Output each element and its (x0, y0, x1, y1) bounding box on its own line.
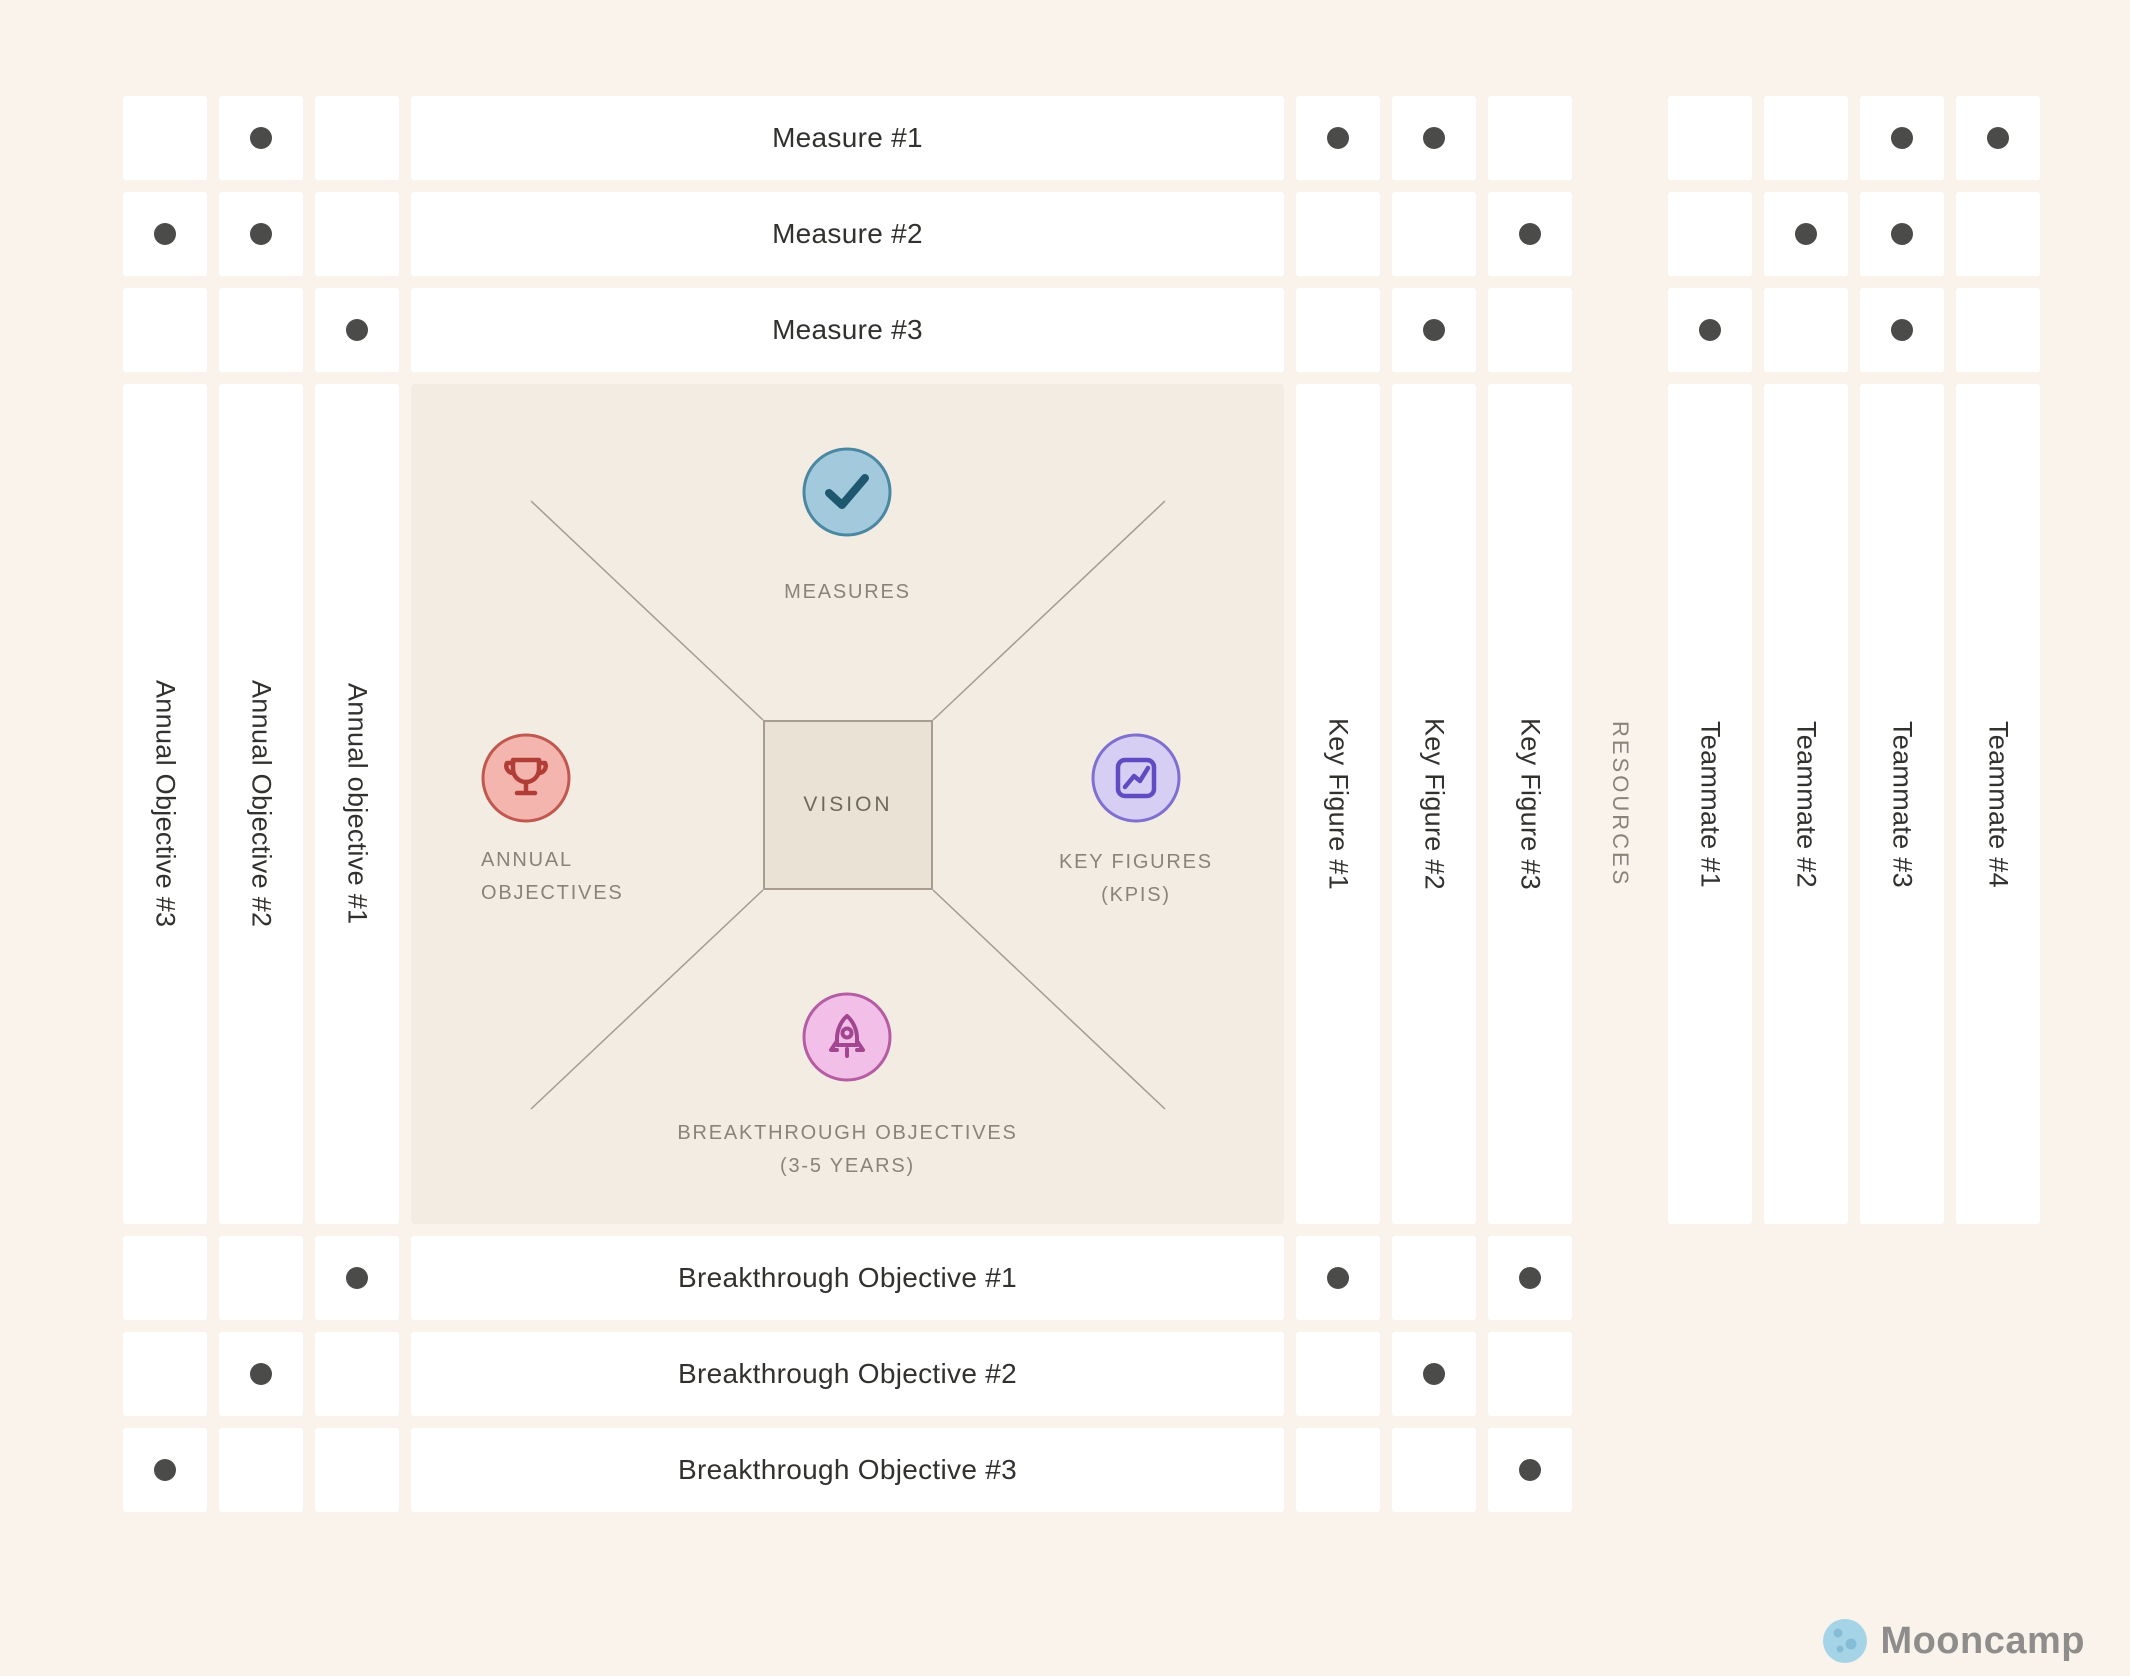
column-body: Annual Objective #3 (123, 384, 207, 1224)
resources-label: RESOURCES (1608, 720, 1633, 888)
row-label: Breakthrough Objective #1 (411, 1236, 1284, 1320)
correlation-dot (154, 223, 176, 245)
correlation-dot (1519, 223, 1541, 245)
column-body: Teammate #3 (1860, 384, 1944, 1224)
column-body: Annual objective #1 (315, 384, 399, 1224)
key-figures-quadrant-label: KEY FIGURES (KPIS) (1011, 846, 1261, 912)
matrix-cell (1296, 1428, 1380, 1512)
row-label: Breakthrough Objective #3 (411, 1428, 1284, 1512)
column-body: Key Figure #2 (1392, 384, 1476, 1224)
row-label: Measure #2 (411, 192, 1284, 276)
matrix-cell (315, 1332, 399, 1416)
column-body: Annual Objective #2 (219, 384, 303, 1224)
column-label: Teammate #3 (1887, 720, 1918, 888)
matrix-cell (1488, 96, 1572, 180)
correlation-dot (1891, 127, 1913, 149)
correlation-dot (250, 223, 272, 245)
matrix-cell (219, 1428, 303, 1512)
column-body: Key Figure #1 (1296, 384, 1380, 1224)
correlation-dot (1891, 223, 1913, 245)
matrix-cell (123, 288, 207, 372)
logo-wordmark: Mooncamp (1880, 1619, 2085, 1662)
trophy-icon (480, 732, 572, 824)
matrix-cell (1296, 1332, 1380, 1416)
column-label: Annual objective #1 (342, 683, 373, 925)
measures-check-icon (801, 446, 893, 538)
matrix-cell (315, 96, 399, 180)
key-figures-label-line1: KEY FIGURES (1059, 851, 1213, 873)
matrix-cell (315, 192, 399, 276)
mooncamp-logo: Mooncamp (1822, 1618, 2085, 1664)
matrix-cell (1956, 288, 2040, 372)
column-label: Annual Objective #2 (246, 680, 277, 928)
chart-icon (1090, 732, 1182, 824)
matrix-cell (1392, 192, 1476, 276)
correlation-dot (1987, 127, 2009, 149)
matrix-cell (1488, 1332, 1572, 1416)
correlation-dot (346, 1267, 368, 1289)
breakthrough-label-line2: (3-5 YEARS) (779, 1155, 916, 1177)
correlation-dot (1423, 1363, 1445, 1385)
annual-objectives-quadrant-label: ANNUAL OBJECTIVES (481, 844, 623, 910)
column-body: Key Figure #3 (1488, 384, 1572, 1224)
column-label: Key Figure #2 (1419, 718, 1450, 890)
column-body: Teammate #4 (1956, 384, 2040, 1224)
key-figures-label-line2: (KPIS) (1101, 884, 1171, 906)
correlation-dot (346, 319, 368, 341)
matrix-cell (1296, 192, 1380, 276)
column-label: Key Figure #1 (1323, 718, 1354, 890)
matrix-cell (1956, 192, 2040, 276)
breakthrough-label-line1: BREAKTHROUGH OBJECTIVES (677, 1122, 1018, 1144)
moon-icon (1823, 1619, 1868, 1663)
vision-label: VISION (803, 793, 893, 816)
matrix-cell (1764, 288, 1848, 372)
correlation-dot (1423, 127, 1445, 149)
correlation-dot (1699, 319, 1721, 341)
column-label: Annual Objective #3 (150, 680, 181, 928)
column-label: Teammate #1 (1695, 720, 1726, 888)
matrix-cell (1296, 288, 1380, 372)
annual-objectives-label-line2: OBJECTIVES (481, 882, 624, 904)
correlation-dot (1519, 1459, 1541, 1481)
correlation-dot (250, 127, 272, 149)
correlation-dot (1795, 223, 1817, 245)
matrix-cell (123, 96, 207, 180)
correlation-dot (250, 1363, 272, 1385)
column-label: Teammate #4 (1983, 720, 2014, 888)
row-label: Measure #1 (411, 96, 1284, 180)
diagonal-x-lines (530, 500, 1166, 1110)
column-body: Teammate #2 (1764, 384, 1848, 1224)
annual-objectives-label-line1: ANNUAL (481, 849, 573, 871)
matrix-cell (1392, 1428, 1476, 1512)
correlation-dot (1423, 319, 1445, 341)
matrix-cell (1764, 96, 1848, 180)
resources-column: RESOURCES (1572, 384, 1668, 1224)
x-matrix-center-panel: VISION MEASURES ANNUAL O (411, 384, 1284, 1224)
column-label: Teammate #2 (1791, 720, 1822, 888)
correlation-dot (1519, 1267, 1541, 1289)
matrix-cell (1488, 288, 1572, 372)
matrix-cell (1668, 192, 1752, 276)
column-label: Key Figure #3 (1515, 718, 1546, 890)
correlation-dot (1327, 1267, 1349, 1289)
matrix-cell (123, 1332, 207, 1416)
rocket-icon (801, 991, 893, 1083)
matrix-cell (219, 288, 303, 372)
matrix-cell (123, 1236, 207, 1320)
matrix-cell (1668, 96, 1752, 180)
matrix-cell (219, 1236, 303, 1320)
breakthrough-quadrant-label: BREAKTHROUGH OBJECTIVES (3-5 YEARS) (411, 1117, 1284, 1183)
matrix-cell (1392, 1236, 1476, 1320)
vision-box: VISION (763, 720, 933, 890)
correlation-dot (1327, 127, 1349, 149)
column-body: Teammate #1 (1668, 384, 1752, 1224)
measures-quadrant-label: MEASURES (784, 581, 911, 603)
correlation-dot (154, 1459, 176, 1481)
correlation-dot (1891, 319, 1913, 341)
row-label: Measure #3 (411, 288, 1284, 372)
matrix-cell (315, 1428, 399, 1512)
row-label: Breakthrough Objective #2 (411, 1332, 1284, 1416)
